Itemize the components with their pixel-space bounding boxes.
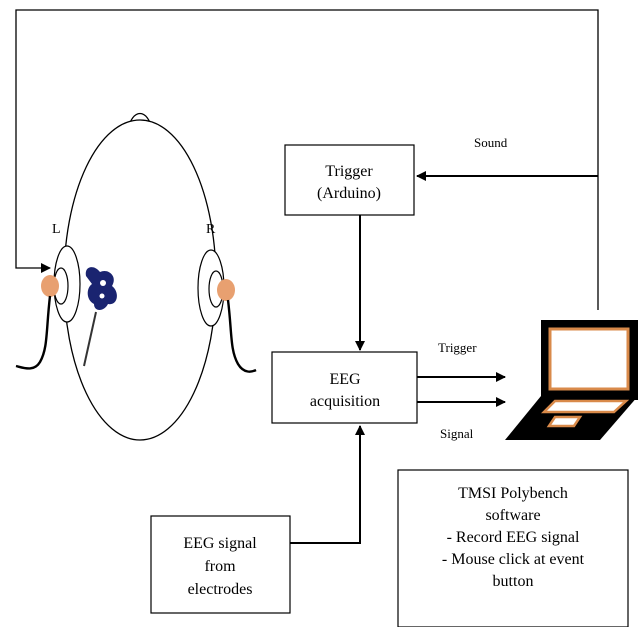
electrode-box-line3: electrodes xyxy=(188,581,253,598)
right-earpiece xyxy=(217,279,235,301)
software-box-line2: software xyxy=(485,507,540,524)
sound-feedback-loop-line xyxy=(15,9,599,310)
left-earpiece xyxy=(41,275,59,297)
electrode-hole-1 xyxy=(100,280,106,286)
left-ear xyxy=(15,245,81,370)
laptop-touchpad xyxy=(546,415,583,428)
trigger-box xyxy=(284,144,415,216)
electrode-hole-2 xyxy=(99,293,105,299)
trigger-box-line2: (Arduino) xyxy=(317,185,381,202)
right-ear-label: R xyxy=(206,222,216,237)
left-earphone-cable xyxy=(15,295,52,370)
head-outline xyxy=(63,119,217,441)
left-ear-label: L xyxy=(52,222,61,237)
electrode-box-line1: EEG signal xyxy=(183,535,257,552)
trigger-box-line1: Trigger xyxy=(325,163,373,180)
eeg-acquisition-box xyxy=(271,351,418,424)
electrode-signal-box xyxy=(150,515,291,614)
software-box-line5: button xyxy=(493,573,534,590)
laptop-screen xyxy=(548,327,630,391)
electrode-cable xyxy=(83,311,97,367)
laptop-icon xyxy=(505,320,638,440)
laptop-keyboard xyxy=(540,399,630,414)
right-earphone-cable xyxy=(226,299,257,373)
signal-output-label: Signal xyxy=(440,426,474,441)
software-box-line4: - Mouse click at event xyxy=(442,551,585,568)
electrode-body xyxy=(85,267,117,310)
sound-label: Sound xyxy=(474,135,508,150)
electrode-icon xyxy=(83,267,117,367)
electrode-box-line2: from xyxy=(204,558,236,575)
eeg-box-line2: acquisition xyxy=(310,393,380,410)
electrodes-to-eeg-arrow xyxy=(290,425,365,544)
software-box-line1: TMSI Polybench xyxy=(458,485,568,502)
software-box xyxy=(397,469,629,627)
trigger-output-label: Trigger xyxy=(438,340,477,355)
right-ear xyxy=(197,249,257,373)
eeg-box-line1: EEG xyxy=(329,371,361,388)
software-box-line3: - Record EEG signal xyxy=(447,529,580,546)
